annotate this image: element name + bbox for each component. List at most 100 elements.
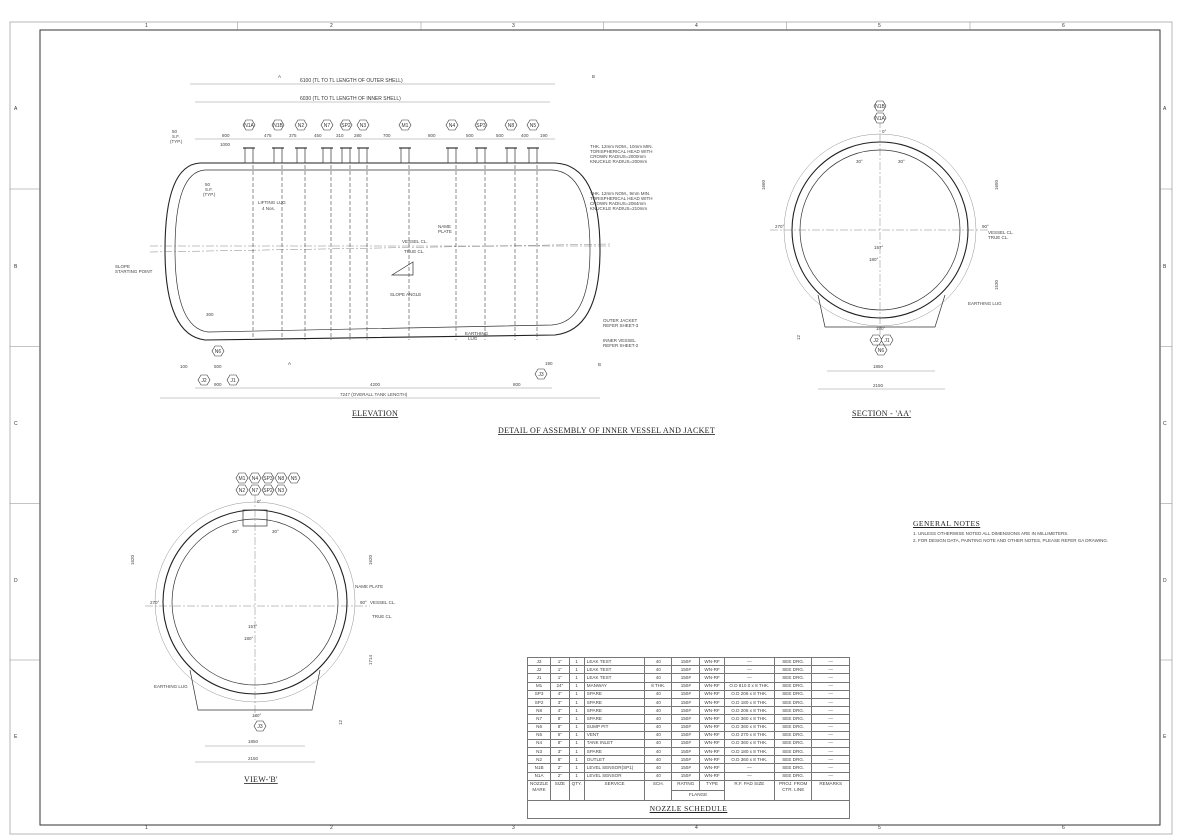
slope-angle-label: SLOPE ANGLE	[390, 292, 421, 297]
nozzle-tag: N1A	[242, 119, 256, 131]
column-header: PROJ. FROM CTR. LINE	[773, 779, 813, 801]
column-marker: 1	[145, 23, 148, 29]
nozzle-tag-label: N1B	[875, 104, 885, 110]
table-cell: O.D 206 x 8 THK.	[723, 706, 775, 716]
table-cell: 1	[568, 722, 585, 732]
nozzle-tag-label: N5	[530, 123, 537, 129]
table-cell: 4"	[550, 706, 570, 716]
column-marker: 4	[695, 23, 698, 29]
svg-text:50: 50	[205, 182, 211, 187]
table-cell: 150#	[671, 738, 701, 749]
table-cell: WN-RF	[699, 673, 725, 683]
svg-text:(TYP.): (TYP.)	[203, 192, 216, 197]
row-marker: B	[1163, 264, 1167, 270]
table-cell: SEE DRG.	[773, 714, 813, 724]
table-cell: 1"	[550, 665, 570, 675]
vessel-cl-label: VESSEL CL.	[988, 230, 1014, 235]
table-cell: O.D 206 x 8 THK.	[723, 689, 775, 699]
view-b-title: VIEW-'B'	[244, 775, 278, 784]
table-cell: N8	[526, 706, 552, 716]
angle-180: 180°	[869, 257, 879, 262]
column-header: TYPE	[699, 779, 725, 791]
dimension-label: 800	[222, 133, 230, 138]
svg-text:CROWN RADIUS=2000mm: CROWN RADIUS=2000mm	[590, 154, 646, 159]
general-note-2: 2. FOR DESIGN DATA, PAINTING NOTE AND OT…	[913, 537, 1109, 543]
table-cell: N6	[526, 722, 552, 732]
table-cell: —	[811, 763, 850, 773]
table-cell: N3	[526, 747, 552, 757]
table-cell: 1	[568, 730, 585, 740]
table-cell: SEE DRG.	[773, 763, 813, 773]
table-cell: SPARE	[583, 747, 646, 757]
nozzle-tag: N6	[211, 345, 225, 357]
earthing-lug-label: EARTHING LUG	[154, 684, 188, 689]
nozzle-tag-label: N4	[252, 476, 259, 482]
table-cell: WN-RF	[699, 730, 725, 740]
inner-vessel-label: INNER VESSEL	[603, 338, 636, 343]
table-cell: SPARE	[583, 706, 646, 716]
section-mark-b-bottom: B	[598, 362, 601, 367]
table-cell: LEAK TEST	[583, 673, 646, 683]
nozzle-tag-label: J1	[230, 378, 236, 384]
nozzle-tag-label: N2	[239, 488, 246, 494]
angle-0: 0°	[257, 499, 262, 504]
table-cell: LEVEL SENSOR	[583, 771, 646, 781]
table-cell: J1	[526, 673, 552, 683]
table-cell: SEE DRG.	[773, 681, 813, 691]
nozzle-tag: J3	[534, 368, 548, 380]
nozzle-tag: SP3	[474, 119, 488, 131]
angle-30-right: 30°	[272, 529, 279, 534]
flange-header: FLANGE	[671, 789, 725, 801]
earthing-lug-label-2: LUG	[468, 336, 478, 341]
nozzle-tag: M1	[398, 119, 412, 131]
dim-1650: 1650	[994, 179, 999, 190]
svg-text:THK. 12mm NOM., 9mm MIN.: THK. 12mm NOM., 9mm MIN.	[590, 191, 650, 196]
nozzle-tag: J3	[253, 720, 267, 732]
angle-180-bottom: 180°	[876, 326, 886, 331]
table-cell: SEE DRG.	[773, 706, 813, 716]
table-cell: O.D 360 x 8 THK.	[723, 722, 775, 732]
row-marker: E	[14, 734, 18, 740]
table-cell: SUMP PIT	[583, 722, 646, 732]
svg-text:(TYP.): (TYP.)	[170, 139, 183, 144]
table-cell: SEE DRG.	[773, 771, 813, 781]
table-cell: O.D 180 x 8 THK.	[723, 697, 775, 708]
nozzle-schedule-title: NOZZLE SCHEDULE	[527, 799, 850, 819]
name-plate-label-2: PLATE	[438, 229, 452, 234]
dim-1714: 1714	[368, 654, 373, 665]
nozzle-tag-label: N4	[449, 123, 456, 129]
slope-label: SLOPE	[115, 264, 130, 269]
table-cell: —	[811, 697, 850, 708]
table-cell: 150#	[671, 755, 701, 765]
column-header: NOZZLE MARK	[526, 779, 552, 801]
table-cell: 150#	[671, 763, 701, 773]
table-cell: 1	[568, 763, 585, 773]
column-marker: 5	[878, 23, 881, 29]
nozzle-tag-label: N3	[278, 488, 285, 494]
nozzle-tag: N2	[294, 119, 308, 131]
row-marker: D	[14, 578, 18, 584]
angle-270: 270°	[775, 224, 785, 229]
table-cell: WN-RF	[699, 755, 725, 765]
slope-start-label: STARTING POINT	[115, 269, 153, 274]
svg-text:S.F.: S.F.	[205, 187, 213, 192]
table-cell: 40	[644, 656, 673, 667]
table-cell: WN-RF	[699, 681, 725, 691]
outer-length-label: 6100 (TL TO TL LENGTH OF OUTER SHELL)	[300, 78, 403, 84]
nozzle-tag-label: J3	[257, 724, 263, 730]
dim-1530: 1530	[994, 279, 999, 290]
table-cell: SPARE	[583, 697, 646, 708]
table-cell: SP3	[526, 689, 552, 699]
dim-1660: 1660	[761, 179, 766, 190]
table-cell: —	[811, 755, 850, 765]
section-mark-a: A	[278, 74, 281, 79]
table-cell: 40	[644, 747, 673, 757]
nozzle-tag-label: N1B	[273, 123, 283, 129]
table-cell: 1"	[550, 673, 570, 683]
